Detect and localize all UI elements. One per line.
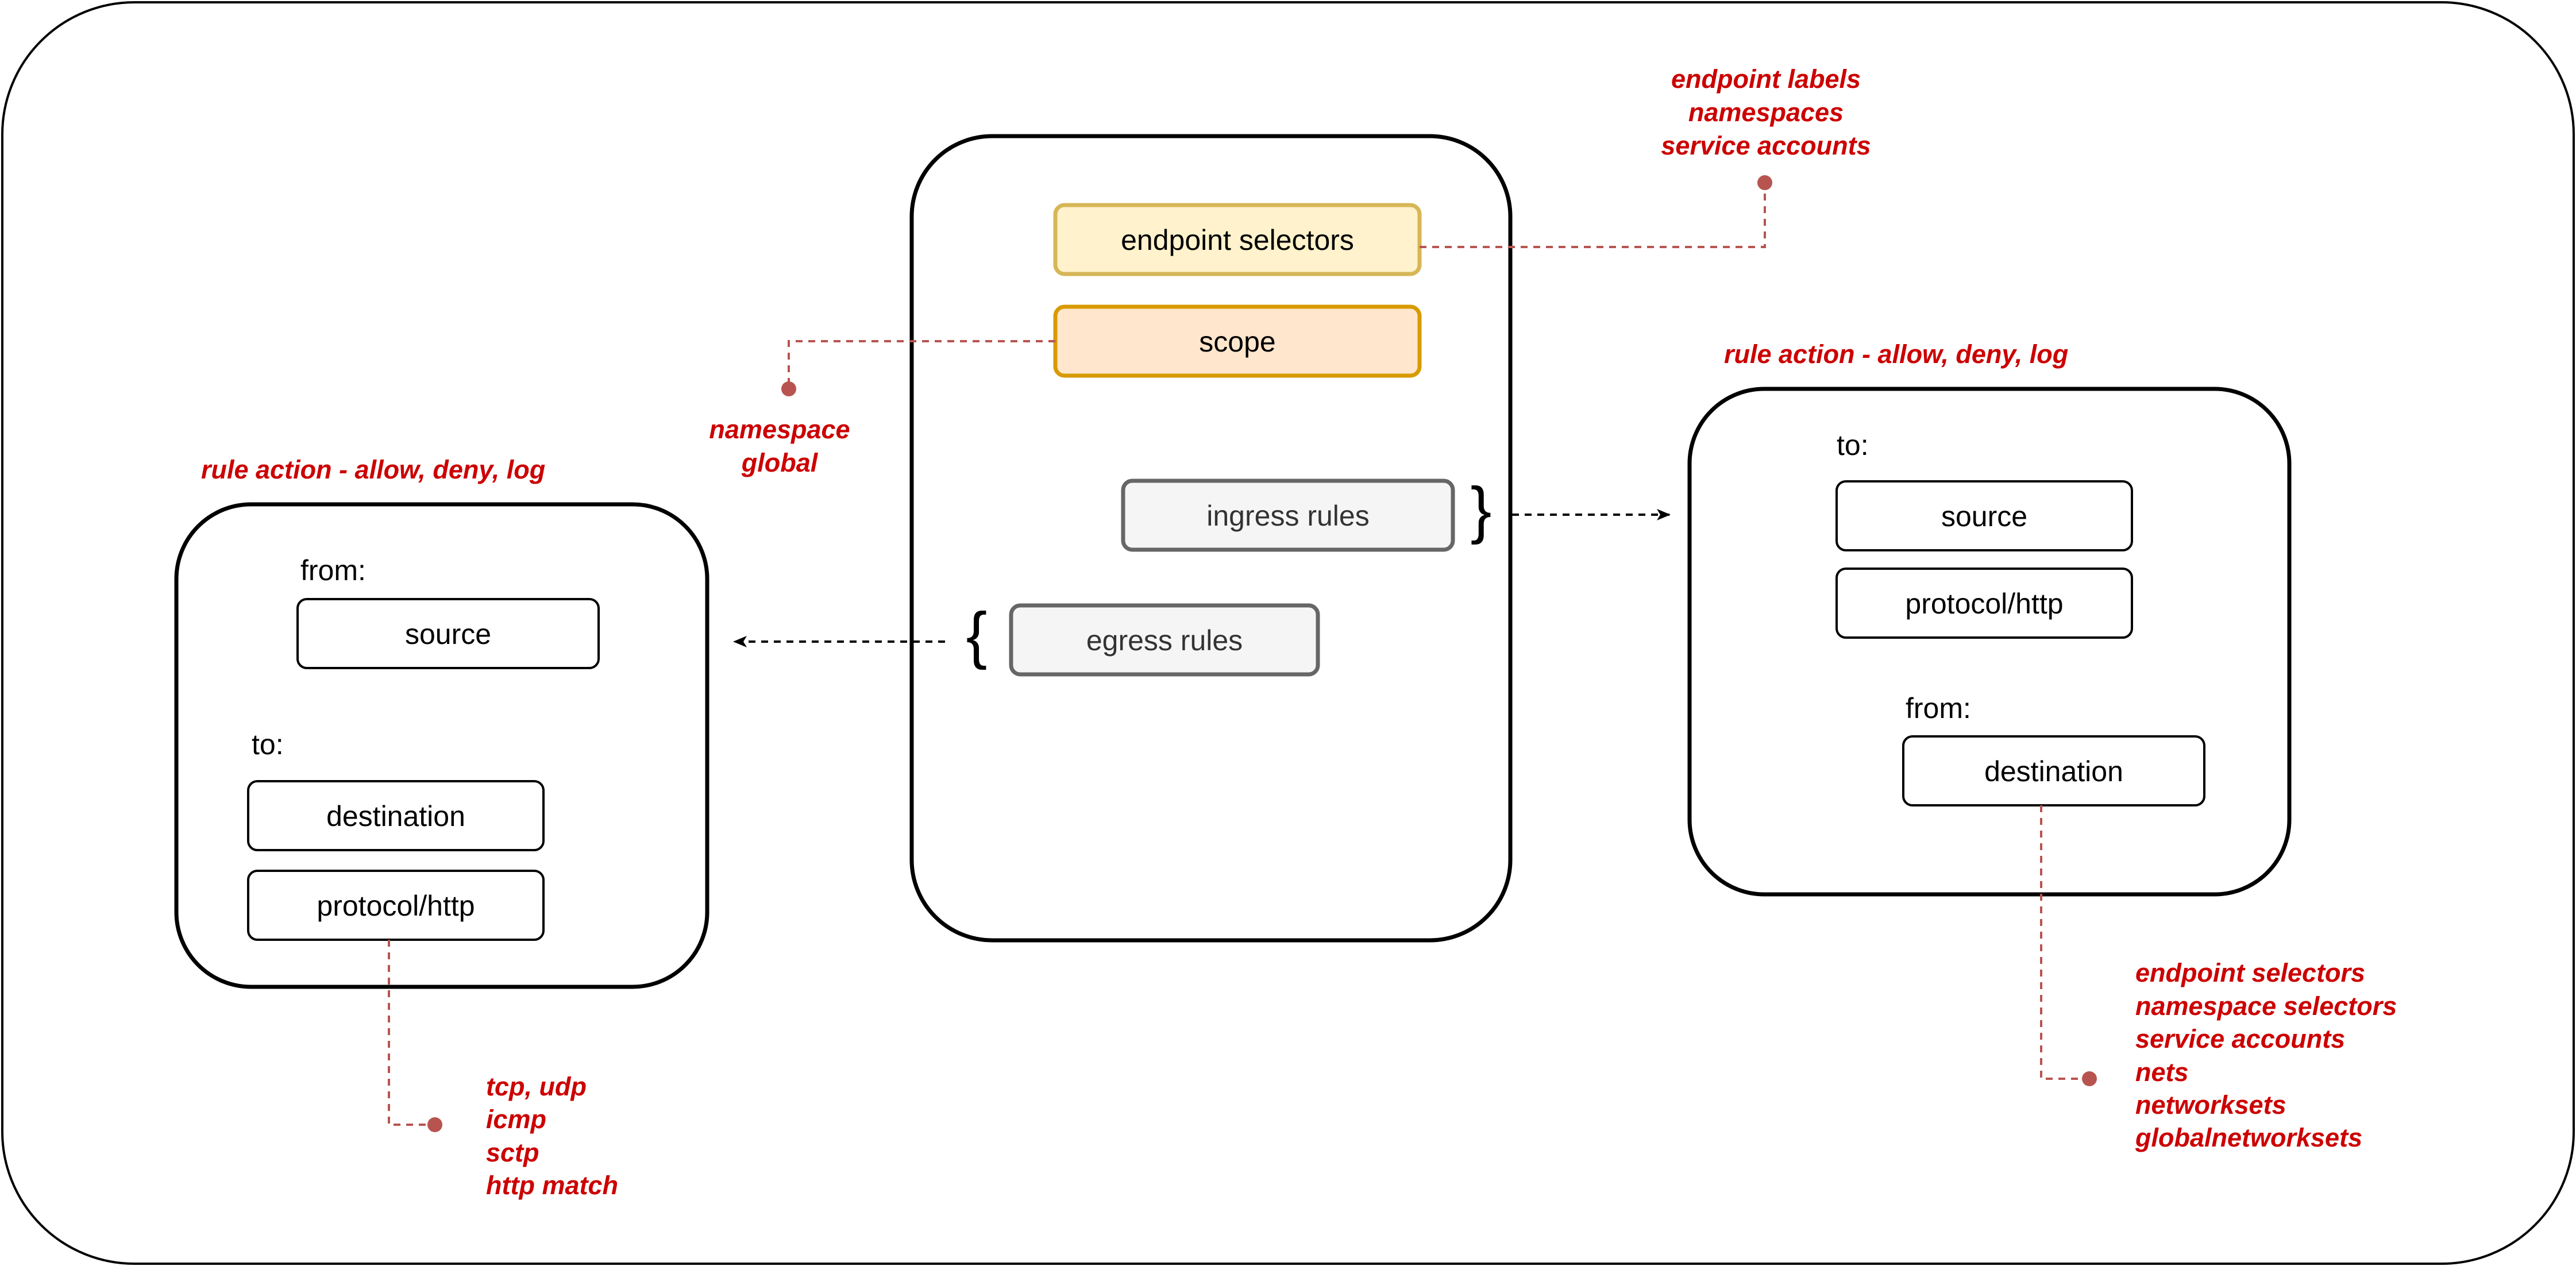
- destination-connector-dot: [2082, 1071, 2097, 1086]
- destination-connector: [2040, 805, 2089, 1080]
- ingress-destination-label: destination: [1984, 755, 2123, 788]
- egress-source-box: source: [296, 598, 600, 669]
- destination-option-item: endpoint selectors: [2135, 958, 2365, 987]
- egress-rule-action: rule action - allow, deny, log: [201, 455, 545, 484]
- egress-source-label: source: [405, 618, 491, 650]
- scope-value-item: global: [741, 448, 819, 477]
- ingress-rules-box: ingress rules: [1121, 478, 1455, 552]
- ingress-brace: }: [1471, 474, 1492, 545]
- scope-values-note: namespace global: [709, 415, 850, 477]
- ingress-protocol-box: protocol/http: [1835, 568, 2133, 639]
- endpoint-selectors-box: endpoint selectors: [1053, 203, 1422, 276]
- destination-option-item: networksets: [2135, 1090, 2286, 1120]
- endpoint-selectors-label: endpoint selectors: [1121, 224, 1354, 256]
- egress-rules-box: egress rules: [1009, 603, 1320, 677]
- protocol-option-item: tcp, udp: [486, 1072, 587, 1101]
- destination-options-note: endpoint selectors namespace selectors s…: [2135, 958, 2397, 1152]
- destination-option-item: globalnetworksets: [2135, 1123, 2362, 1152]
- egress-protocol-box: protocol/http: [247, 870, 545, 941]
- protocol-option-item: sctp: [486, 1138, 539, 1167]
- selector-target-item: endpoint labels: [1671, 64, 1861, 94]
- egress-protocol-label: protocol/http: [317, 890, 475, 922]
- protocol-connector-dot: [427, 1117, 442, 1132]
- ingress-from-label: from:: [1906, 692, 1971, 724]
- destination-option-item: service accounts: [2135, 1024, 2345, 1053]
- destination-option-item: nets: [2135, 1057, 2189, 1087]
- ingress-destination-box: destination: [1902, 735, 2205, 806]
- scope-connector: [788, 340, 1055, 389]
- scope-value-item: namespace: [709, 415, 850, 444]
- selector-connector: [1420, 183, 1766, 248]
- selector-target-item: service accounts: [1661, 131, 1871, 160]
- ingress-source-box: source: [1835, 480, 2133, 551]
- destination-option-item: namespace selectors: [2135, 991, 2397, 1021]
- protocol-options-note: tcp, udp icmp sctp http match: [486, 1072, 618, 1200]
- ingress-source-label: source: [1941, 500, 2027, 532]
- scope-label: scope: [1199, 326, 1275, 358]
- protocol-option-item: http match: [486, 1171, 618, 1200]
- selector-targets-note: endpoint labels namespaces service accou…: [1661, 64, 1871, 160]
- selector-target-item: namespaces: [1688, 98, 1844, 127]
- scope-box: scope: [1053, 304, 1422, 378]
- egress-destination-label: destination: [326, 800, 465, 832]
- egress-rules-label: egress rules: [1086, 624, 1243, 657]
- egress-to-label: to:: [252, 728, 284, 761]
- egress-destination-box: destination: [247, 780, 545, 851]
- ingress-protocol-label: protocol/http: [1905, 588, 2063, 620]
- selector-connector-dot: [1757, 175, 1772, 190]
- protocol-option-item: icmp: [486, 1105, 546, 1134]
- ingress-rule-panel: [1687, 387, 2292, 897]
- scope-connector-dot: [781, 381, 796, 396]
- protocol-connector: [388, 940, 435, 1126]
- ingress-rule-action: rule action - allow, deny, log: [1724, 339, 2068, 369]
- egress-from-label: from:: [300, 554, 366, 586]
- ingress-to-label: to:: [1837, 429, 1869, 461]
- ingress-rules-label: ingress rules: [1206, 500, 1369, 532]
- egress-brace: {: [966, 600, 988, 670]
